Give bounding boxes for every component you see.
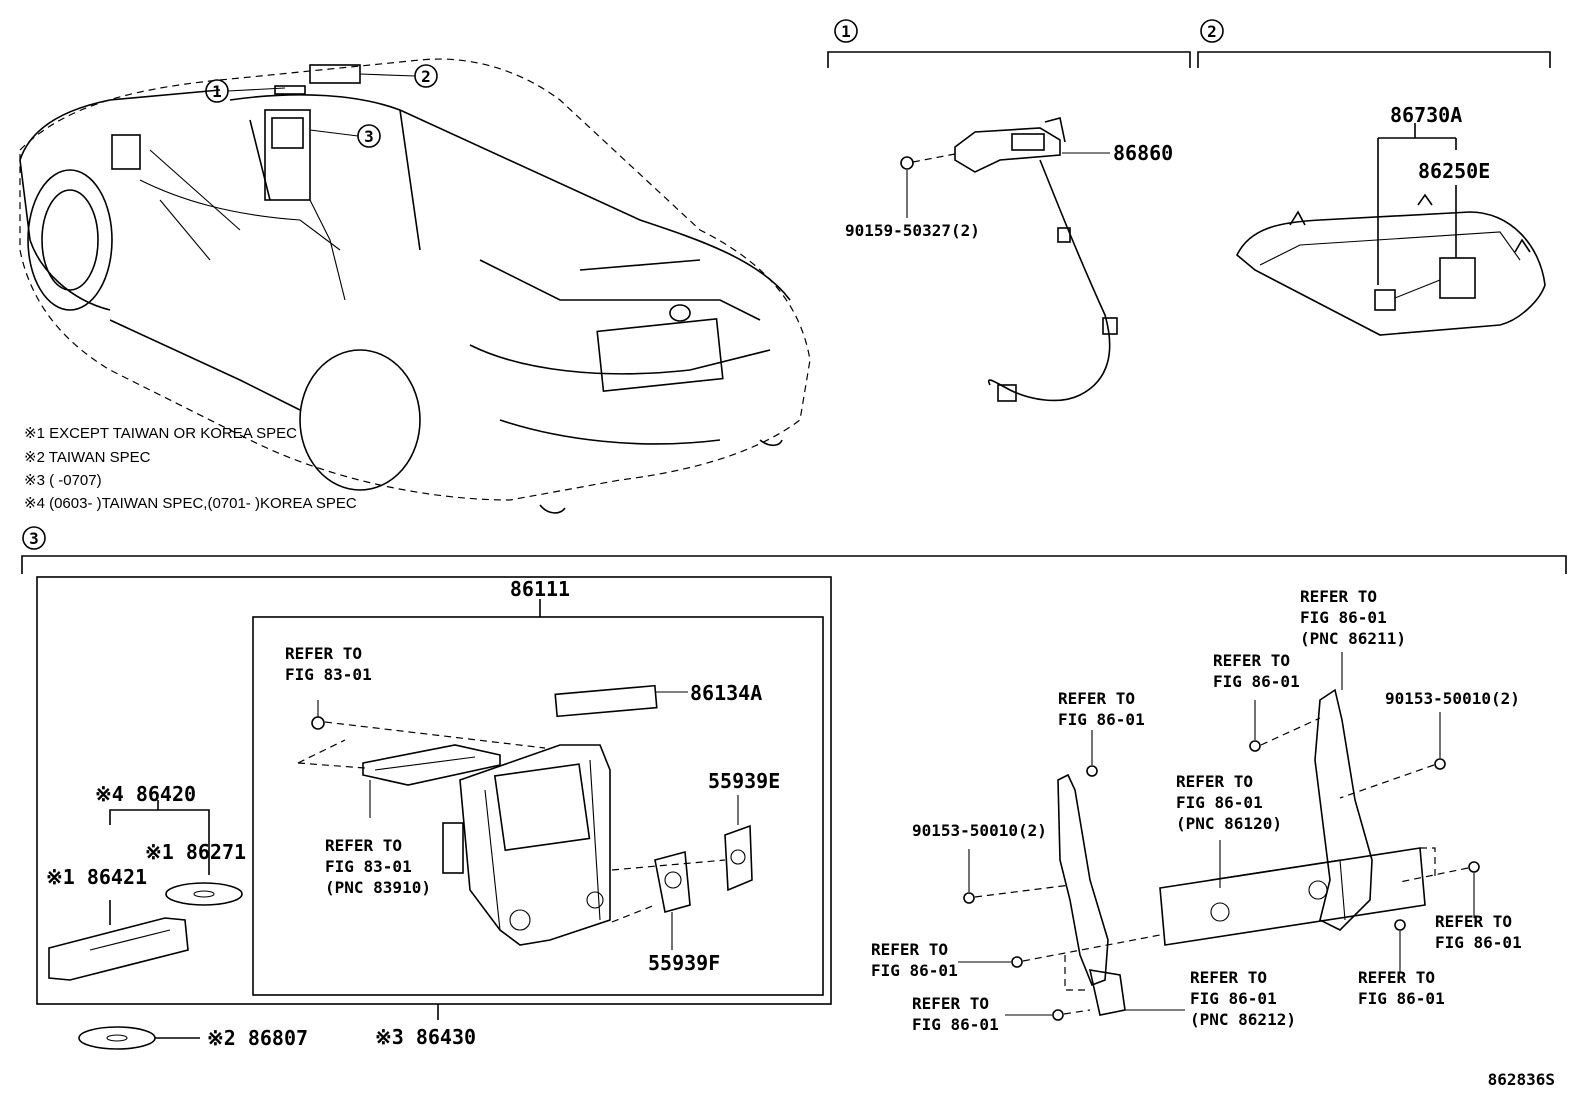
svg-text:3: 3	[364, 127, 374, 146]
figure-id: 862836S	[1488, 1070, 1555, 1089]
refer-label-2: REFER TO FIG 83-01 (PNC 83910)	[325, 836, 431, 897]
svg-text:REFER TO: REFER TO	[1058, 689, 1135, 708]
refer-label-4: REFER TO FIG 86-01 (PNC 86211)	[1300, 587, 1406, 648]
section-1-header: 1	[827, 19, 1191, 68]
svg-text:(PNC 86211): (PNC 86211)	[1300, 629, 1406, 648]
refer-label-5: REFER TO FIG 86-01	[1213, 651, 1300, 691]
svg-text:3: 3	[29, 529, 39, 548]
refer-label-3: REFER TO FIG 86-01	[1058, 689, 1145, 729]
svg-text:FIG 86-01: FIG 86-01	[912, 1015, 999, 1034]
svg-text:REFER TO: REFER TO	[325, 836, 402, 855]
car-callout-2: 2	[359, 64, 438, 88]
spec-notes: ※1 EXCEPT TAIWAN OR KOREA SPEC ※2 TAIWAN…	[24, 425, 357, 512]
svg-text:2: 2	[1207, 22, 1217, 41]
part-90153-50010-top: 90153-50010(2)	[1385, 689, 1520, 708]
part-86430: ※3 86430	[375, 1025, 476, 1049]
part-86250E: 86250E	[1418, 159, 1490, 183]
audio-bracket-assembly	[958, 652, 1480, 1021]
section-2-header: 2	[1197, 19, 1551, 68]
svg-text:REFER TO: REFER TO	[1176, 772, 1253, 791]
note-3: ※3 ( -0707)	[24, 472, 102, 489]
svg-text:1: 1	[841, 22, 851, 41]
refer-label-8: REFER TO FIG 86-01	[871, 940, 958, 980]
antenna-86860-assembly	[900, 117, 1118, 402]
note-4: ※4 (0603- )TAIWAN SPEC,(0701- )KOREA SPE…	[24, 495, 357, 512]
part-90159-50327: 90159-50327(2)	[845, 221, 980, 240]
svg-text:REFER TO: REFER TO	[1358, 968, 1435, 987]
svg-text:2: 2	[421, 67, 431, 86]
display-panel-assembly	[297, 684, 753, 950]
svg-text:FIG 86-01: FIG 86-01	[1300, 608, 1387, 627]
svg-text:REFER TO: REFER TO	[1213, 651, 1290, 670]
svg-text:FIG 86-01: FIG 86-01	[871, 961, 958, 980]
svg-text:(PNC 83910): (PNC 83910)	[325, 878, 431, 897]
svg-text:FIG 86-01: FIG 86-01	[1213, 672, 1300, 691]
part-86134A: 86134A	[690, 681, 762, 705]
part-86807: ※2 86807	[207, 1026, 308, 1050]
svg-text:FIG 86-01: FIG 86-01	[1435, 933, 1522, 952]
part-86421: ※1 86421	[46, 865, 147, 889]
frame-86430	[36, 576, 832, 1005]
svg-text:REFER TO: REFER TO	[912, 994, 989, 1013]
svg-text:REFER TO: REFER TO	[871, 940, 948, 959]
part-86420: ※4 86420	[95, 782, 196, 806]
section-3-header: 3	[21, 526, 1567, 574]
part-86860: 86860	[1113, 141, 1173, 165]
svg-text:(PNC 86120): (PNC 86120)	[1176, 814, 1282, 833]
refer-label-1: REFER TO FIG 83-01	[285, 644, 372, 684]
svg-text:FIG 86-01: FIG 86-01	[1176, 793, 1263, 812]
part-90153-50010-left: 90153-50010(2)	[912, 821, 1047, 840]
svg-text:FIG 83-01: FIG 83-01	[285, 665, 372, 684]
part-55939F: 55939F	[648, 951, 720, 975]
refer-label-9: REFER TO FIG 86-01	[1358, 968, 1445, 1008]
note-2: ※2 TAIWAN SPEC	[24, 449, 151, 466]
car-illustration	[19, 58, 811, 514]
refer-label-11: REFER TO FIG 86-01	[912, 994, 999, 1034]
cd-changer-assembly	[48, 800, 243, 1050]
car-callout-1: 1	[205, 79, 286, 103]
svg-text:FIG 86-01: FIG 86-01	[1058, 710, 1145, 729]
part-55939E: 55939E	[708, 769, 780, 793]
part-86111: 86111	[510, 577, 570, 601]
car-callout-3: 3	[309, 124, 381, 148]
svg-text:REFER TO: REFER TO	[1300, 587, 1377, 606]
part-86271: ※1 86271	[145, 840, 246, 864]
svg-text:FIG 86-01: FIG 86-01	[1190, 989, 1277, 1008]
svg-text:FIG 86-01: FIG 86-01	[1358, 989, 1445, 1008]
svg-text:REFER TO: REFER TO	[1190, 968, 1267, 987]
refer-label-6: REFER TO FIG 86-01 (PNC 86120)	[1176, 772, 1282, 833]
roof-console-assembly	[1236, 123, 1546, 336]
svg-text:(PNC 86212): (PNC 86212)	[1190, 1010, 1296, 1029]
note-1: ※1 EXCEPT TAIWAN OR KOREA SPEC	[24, 425, 297, 442]
refer-label-10: REFER TO FIG 86-01 (PNC 86212)	[1190, 968, 1296, 1029]
svg-text:REFER TO: REFER TO	[1435, 912, 1512, 931]
svg-text:REFER TO: REFER TO	[285, 644, 362, 663]
refer-label-7: REFER TO FIG 86-01	[1435, 912, 1522, 952]
frame-86111	[252, 616, 824, 996]
part-86730A: 86730A	[1390, 103, 1462, 127]
svg-text:FIG 83-01: FIG 83-01	[325, 857, 412, 876]
svg-text:1: 1	[212, 82, 222, 101]
